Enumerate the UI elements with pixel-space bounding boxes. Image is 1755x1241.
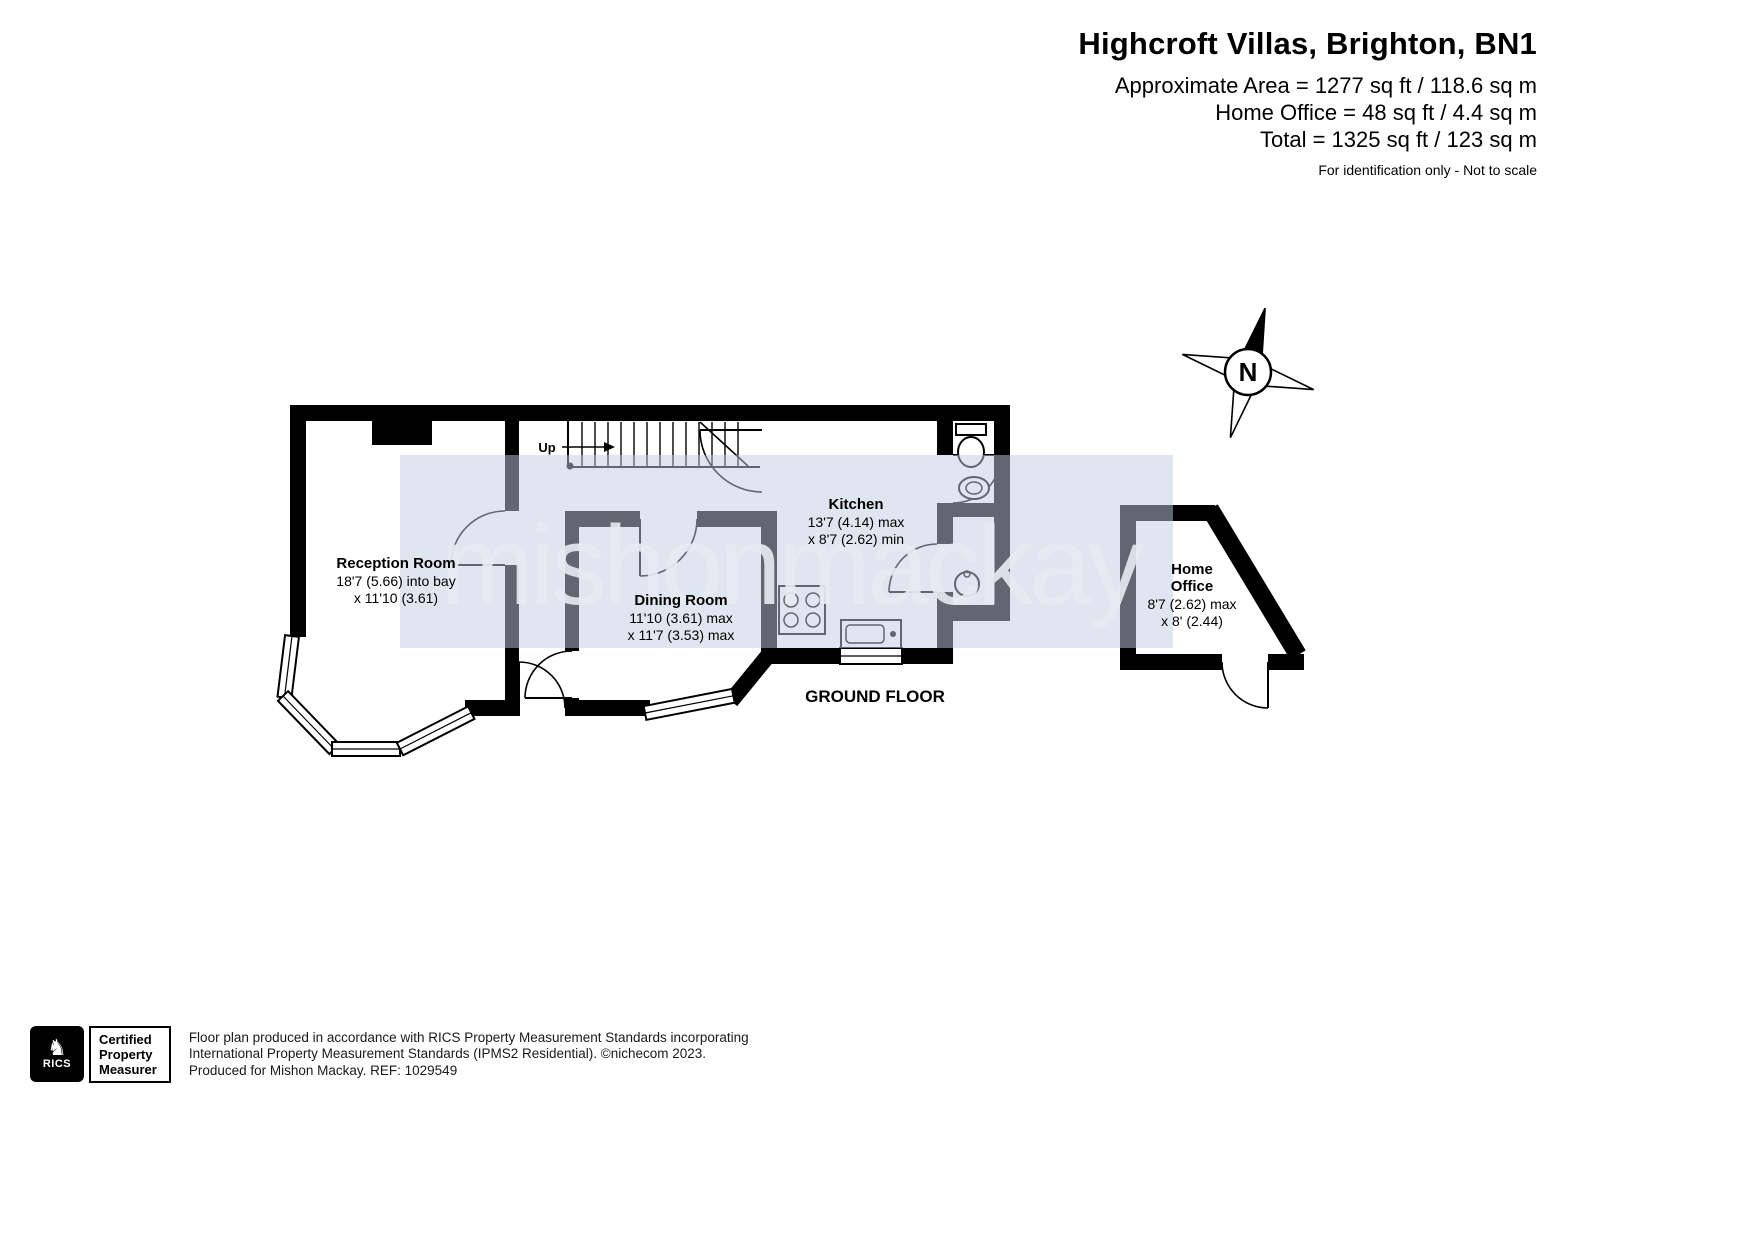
kitchen-bottom-wall-left <box>761 648 840 664</box>
bay-window-left <box>276 634 301 700</box>
approximate-area-line: Approximate Area = 1277 sq ft / 118.6 sq… <box>1114 73 1537 98</box>
footer: ♞ RICS Certified Property Measurer Floor… <box>30 1026 749 1083</box>
page-title: Highcroft Villas, Brighton, BN1 <box>1078 26 1537 61</box>
home-office-dim-1: 8'7 (2.62) max <box>1147 596 1236 612</box>
dining-room-label: Dining Room <box>634 592 727 609</box>
chimney-breast <box>372 421 432 445</box>
bay-window-se <box>395 705 476 757</box>
left-wall <box>290 405 306 637</box>
door-front <box>518 661 566 709</box>
rics-lion-icon: ♞ <box>47 1035 67 1060</box>
top-wall <box>290 405 1010 421</box>
door-home-office <box>1221 661 1269 709</box>
certified-measurer-badge: Certified Property Measurer <box>89 1026 171 1083</box>
compass-circle <box>1223 347 1273 397</box>
total-area-line: Total = 1325 sq ft / 123 sq m <box>1260 127 1537 152</box>
identification-note: For identification only - Not to scale <box>1318 162 1537 178</box>
office-diagonal-wall <box>1202 504 1306 660</box>
cert-line-3: Measurer <box>99 1062 157 1077</box>
compass-icon: N <box>1181 307 1315 439</box>
dining-diagonal-wall <box>724 651 774 707</box>
kitchen-window <box>839 647 903 665</box>
dining-bay-window <box>642 687 736 722</box>
dining-room-dim-1: 11'10 (3.61) max <box>629 610 733 626</box>
office-bottom-wall <box>1120 654 1222 670</box>
dining-left-wall-lower <box>565 698 579 716</box>
rics-logo: ♞ RICS <box>30 1026 84 1082</box>
home-office-label-line1: Home <box>1171 561 1213 578</box>
home-office-dim-2: x 8' (2.44) <box>1161 613 1223 629</box>
home-office-area-line: Home Office = 48 sq ft / 4.4 sq m <box>1215 100 1537 125</box>
kitchen-label: Kitchen <box>828 496 883 513</box>
disclaimer-line-3: Produced for Mishon Mackay. REF: 1029549 <box>188 1062 458 1078</box>
floor-label: GROUND FLOOR <box>805 687 945 706</box>
compass-north-label: N <box>1239 357 1258 387</box>
home-office-label-line2: Office <box>1171 578 1214 595</box>
watermark: mishonmackay <box>400 455 1173 648</box>
cert-line-2: Property <box>99 1047 153 1062</box>
watermark-band <box>400 455 1173 648</box>
up-arrow-icon <box>562 442 615 452</box>
dining-room-dim-2: x 11'7 (3.53) max <box>628 627 735 643</box>
reception-room-label: Reception Room <box>336 555 455 572</box>
bay-window-sw <box>276 689 341 756</box>
office-bottom-wall-right <box>1268 654 1304 670</box>
bay-windows <box>276 634 903 757</box>
door-dining-hall <box>524 650 573 699</box>
dining-bottom-wall <box>565 700 650 716</box>
disclaimer-text: Floor plan produced in accordance with R… <box>189 1026 749 1083</box>
wc-wall-seg1 <box>937 421 953 455</box>
cert-line-1: Certified <box>99 1032 152 1047</box>
reception-room-dim-2: x 11'10 (3.61) <box>354 590 438 606</box>
room-labels: Up Reception Room 18'7 (5.66) into bay x… <box>336 440 1236 706</box>
kitchen-dim-1: 13'7 (4.14) max <box>808 514 905 530</box>
disclaimer-line-1: Floor plan produced in accordance with R… <box>188 1029 749 1045</box>
kitchen-dim-2: x 8'7 (2.62) min <box>808 531 904 547</box>
bay-window-bottom <box>331 741 401 757</box>
rics-logo-text: RICS <box>42 1058 72 1070</box>
header: Highcroft Villas, Brighton, BN1 Approxim… <box>1078 26 1537 178</box>
up-label: Up <box>538 440 555 455</box>
disclaimer-line-2: International Property Measurement Stand… <box>188 1046 707 1062</box>
watermark-text: mishonmackay <box>441 503 1144 628</box>
reception-room-dim-1: 18'7 (5.66) into bay <box>336 573 455 589</box>
